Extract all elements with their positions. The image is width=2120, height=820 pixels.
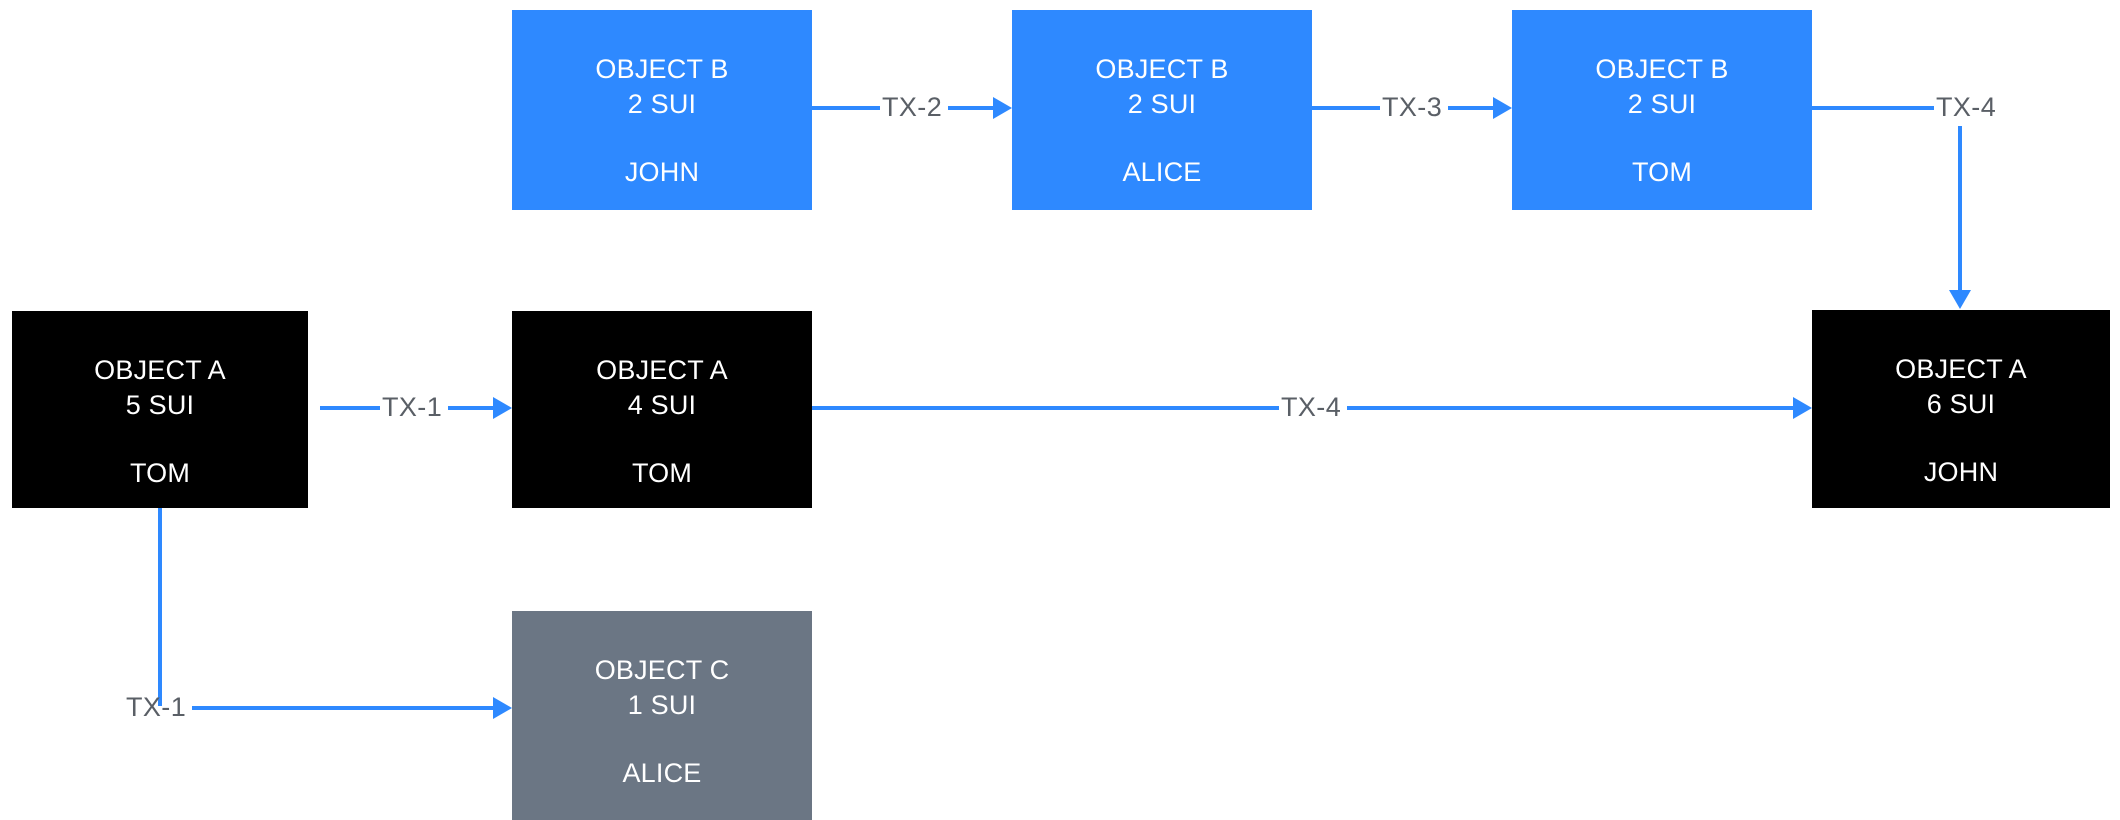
node-object-b-john-object: OBJECT B xyxy=(595,54,729,84)
edge-tx4-down-label: TX-4 xyxy=(1936,92,1997,122)
node-object-a-4sui[interactable]: OBJECT A 4 SUI TOM xyxy=(512,311,812,508)
node-object-a-6sui-owner: JOHN xyxy=(1923,457,1999,487)
node-object-a-6sui-lines: OBJECT A 6 SUI xyxy=(1812,352,2110,422)
node-object-b-tom-amount: 2 SUI xyxy=(1627,89,1697,119)
node-object-a-6sui[interactable]: OBJECT A 6 SUI JOHN xyxy=(1812,310,2110,508)
node-object-a-5sui-owner: TOM xyxy=(129,458,191,488)
edge-tx4-down-line-horizontal xyxy=(1812,106,1934,110)
node-object-c-1sui-lines: OBJECT C 1 SUI xyxy=(512,653,812,723)
edge-tx2-line-right xyxy=(948,106,993,110)
edge-tx1-c-line-horizontal xyxy=(192,706,493,710)
node-object-b-tom-lines: OBJECT B 2 SUI xyxy=(1512,52,1812,122)
edge-tx4-right-label: TX-4 xyxy=(1281,392,1342,422)
edge-tx2-label: TX-2 xyxy=(882,92,943,122)
edge-tx4-right-arrowhead xyxy=(1793,397,1812,419)
node-object-b-john-lines: OBJECT B 2 SUI xyxy=(512,52,812,122)
edge-tx4-right-line-right xyxy=(1347,406,1793,410)
node-object-a-5sui-object: OBJECT A xyxy=(94,355,226,385)
node-object-a-6sui-amount: 6 SUI xyxy=(1926,389,1996,419)
node-object-b-alice-amount: 2 SUI xyxy=(1127,89,1197,119)
edge-tx1-a-arrowhead xyxy=(493,397,512,419)
node-object-b-tom-object: OBJECT B xyxy=(1595,54,1729,84)
node-object-a-4sui-lines: OBJECT A 4 SUI xyxy=(512,353,812,423)
node-object-a-5sui[interactable]: OBJECT A 5 SUI TOM xyxy=(12,311,308,508)
edge-tx2-arrowhead xyxy=(993,97,1012,119)
node-object-c-1sui-owner: ALICE xyxy=(622,758,702,788)
node-object-b-alice-object: OBJECT B xyxy=(1095,54,1229,84)
node-object-b-john-owner: JOHN xyxy=(624,157,700,187)
node-object-b-alice-lines: OBJECT B 2 SUI xyxy=(1012,52,1312,122)
edge-tx1-a-line-left xyxy=(320,406,380,410)
node-object-b-tom-owner: TOM xyxy=(1631,157,1693,187)
edge-tx3-line-left xyxy=(1312,106,1380,110)
edge-tx3-label: TX-3 xyxy=(1382,92,1443,122)
edge-tx1-c-arrowhead xyxy=(493,697,512,719)
edge-tx3-line-right xyxy=(1448,106,1493,110)
node-object-b-john-amount: 2 SUI xyxy=(627,89,697,119)
node-object-b-tom[interactable]: OBJECT B 2 SUI TOM xyxy=(1512,10,1812,210)
node-object-a-5sui-amount: 5 SUI xyxy=(125,390,195,420)
edge-tx1-a-label: TX-1 xyxy=(382,392,443,422)
edge-tx1-c-label: TX-1 xyxy=(126,692,187,722)
node-object-a-4sui-object: OBJECT A xyxy=(596,355,728,385)
node-object-b-alice-owner: ALICE xyxy=(1122,157,1202,187)
node-object-b-alice[interactable]: OBJECT B 2 SUI ALICE xyxy=(1012,10,1312,210)
edge-tx4-down-line-vertical xyxy=(1958,126,1962,290)
node-object-a-4sui-amount: 4 SUI xyxy=(627,390,697,420)
node-object-a-5sui-lines: OBJECT A 5 SUI xyxy=(12,353,308,423)
edge-tx1-c-line-vertical xyxy=(158,508,162,706)
edge-tx2-line-left xyxy=(812,106,880,110)
node-object-b-john[interactable]: OBJECT B 2 SUI JOHN xyxy=(512,10,812,210)
edge-tx4-right-line-left xyxy=(812,406,1279,410)
edge-tx1-a-line-right xyxy=(448,406,493,410)
edge-tx4-down-arrowhead xyxy=(1949,290,1971,309)
node-object-c-1sui-object: OBJECT C xyxy=(594,655,730,685)
node-object-a-6sui-object: OBJECT A xyxy=(1895,354,2027,384)
node-object-c-1sui[interactable]: OBJECT C 1 SUI ALICE xyxy=(512,611,812,820)
node-object-a-4sui-owner: TOM xyxy=(631,458,693,488)
node-object-c-1sui-amount: 1 SUI xyxy=(627,690,697,720)
edge-tx3-arrowhead xyxy=(1493,97,1512,119)
